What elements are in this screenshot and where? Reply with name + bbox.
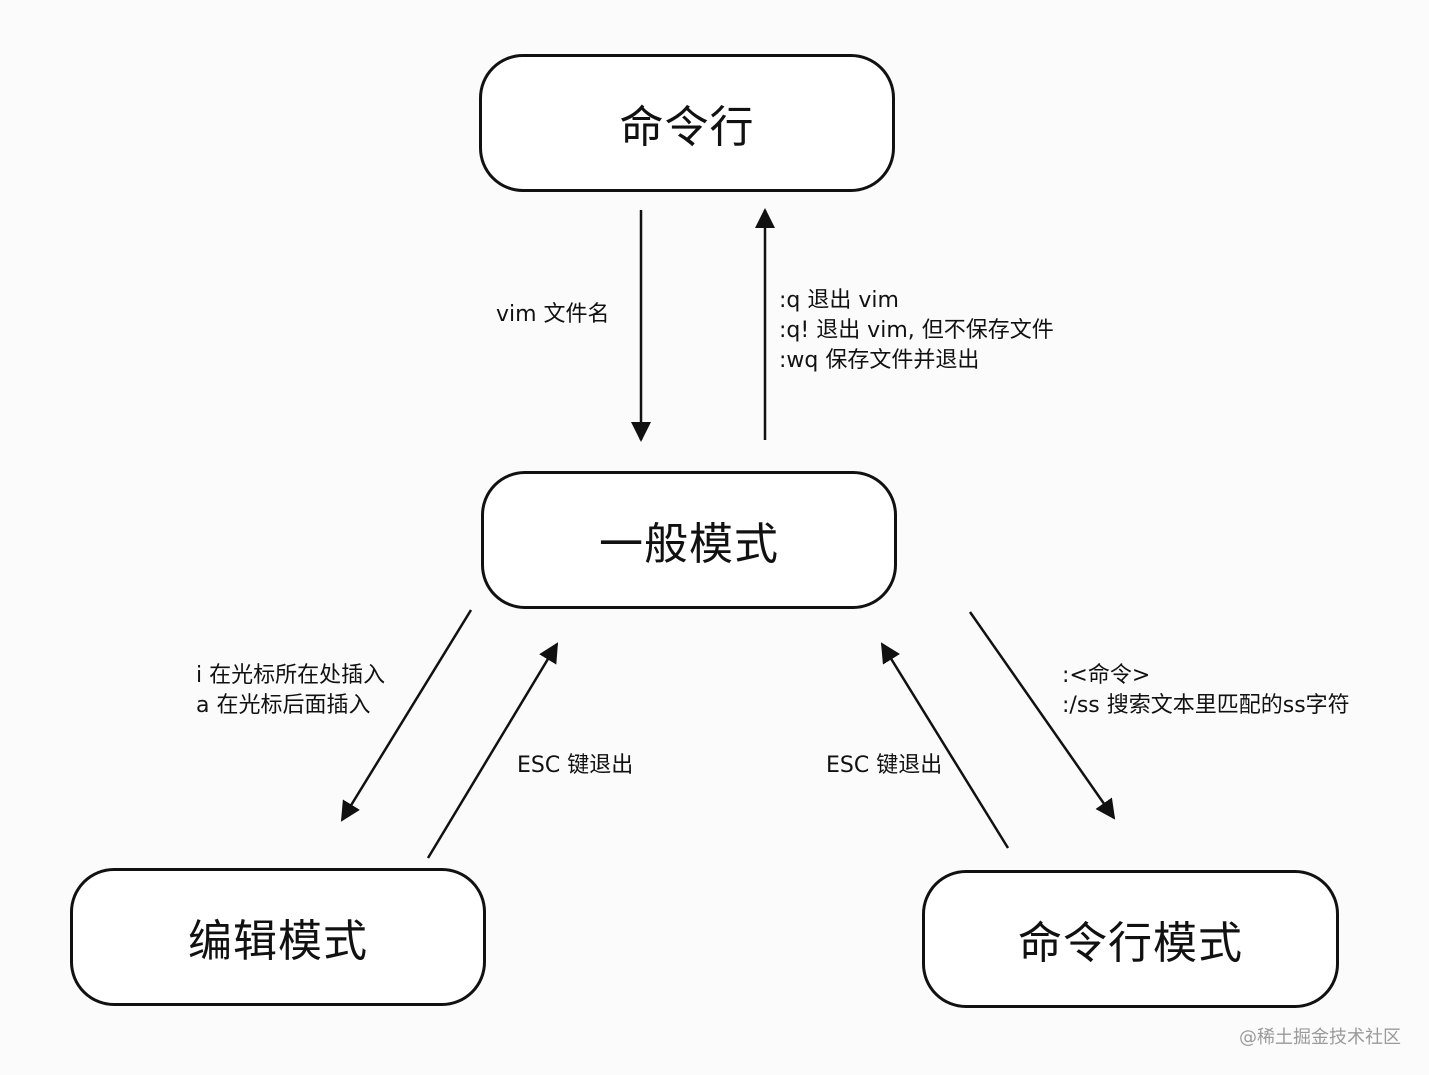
node-edit-mode: 编辑模式	[70, 868, 486, 1006]
label-insert-line: a 在光标后面插入	[196, 693, 371, 718]
node-cmdline-mode: 命令行模式	[922, 870, 1339, 1008]
arrow-cmdmode-to-normal	[880, 642, 1010, 849]
arrow-normal-to-edit	[340, 609, 473, 822]
label-open-file: vim 文件名	[496, 302, 610, 327]
label-quit-line: :q! 退出 vim, 但不保存文件	[779, 318, 1054, 343]
label-cmdline-commands: :<命令> :/ss 搜索文本里匹配的ss字符	[1062, 661, 1350, 721]
label-cmdline-line: :<命令>	[1062, 663, 1151, 688]
arrow-normal-to-cmdmode	[968, 611, 1116, 820]
label-cmdline-line: :/ss 搜索文本里匹配的ss字符	[1062, 693, 1350, 718]
arrow-edit-to-normal	[426, 642, 559, 859]
label-esc-right: ESC 键退出	[826, 753, 943, 778]
node-normal-mode: 一般模式	[481, 471, 897, 609]
node-command-line: 命令行	[479, 54, 895, 192]
label-quit-commands: :q 退出 vim :q! 退出 vim, 但不保存文件 :wq 保存文件并退出	[779, 286, 1054, 376]
label-quit-line: :wq 保存文件并退出	[779, 348, 980, 373]
label-insert-line: i 在光标所在处插入	[196, 663, 386, 688]
label-insert-commands: i 在光标所在处插入 a 在光标后面插入	[196, 661, 385, 721]
label-esc-left: ESC 键退出	[517, 753, 634, 778]
label-quit-line: :q 退出 vim	[779, 288, 899, 313]
watermark: @稀土掘金技术社区	[1239, 1027, 1401, 1048]
